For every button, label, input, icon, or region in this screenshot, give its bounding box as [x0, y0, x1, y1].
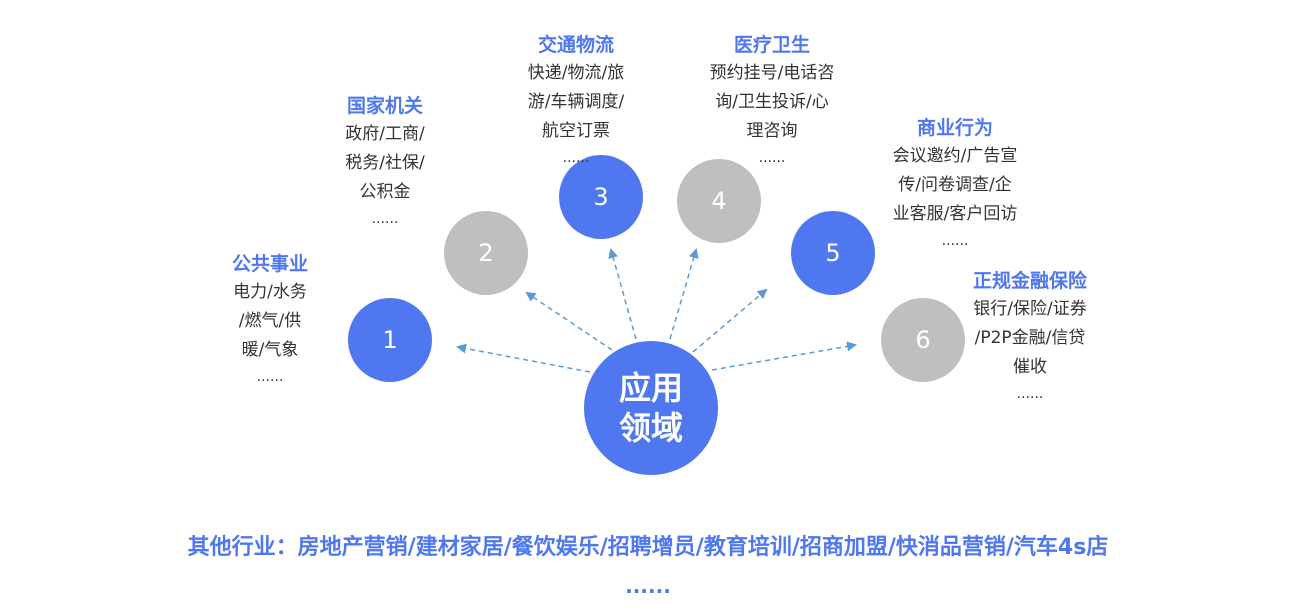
node-1-line: /燃气/供 [238, 311, 302, 331]
node-3-line: 航空订票 [542, 121, 610, 141]
node-3-number: 3 [593, 183, 609, 211]
node-1-more: ...... [256, 369, 284, 385]
node-4-title: 医疗卫生 [733, 34, 810, 56]
node-3-line: 游/车辆调度/ [527, 92, 625, 112]
node-1-line: 电力/水务 [233, 282, 307, 302]
node-2-text: 国家机关 政府/工商/ 税务/社保/ 公积金 ...... [320, 92, 450, 231]
arrow-to-node-4 [669, 248, 699, 340]
center-circle: 应用 领域 [584, 341, 718, 475]
node-4-line: 理咨询 [746, 121, 798, 141]
arrow-to-node-3 [608, 248, 637, 340]
node-2-title: 国家机关 [346, 95, 423, 117]
center-label-line-1: 应用 [618, 369, 683, 407]
node-3-circle: 3 [559, 155, 643, 239]
node-2-number: 2 [478, 239, 494, 267]
node-5-line: 会议邀约/广告宣 [892, 146, 1018, 166]
node-6-more: ...... [1016, 386, 1044, 402]
node-4-line: 询/卫生投诉/心 [715, 92, 829, 112]
arrow-to-node-1 [456, 343, 591, 373]
node-4-line: 预约挂号/电话咨 [709, 63, 835, 83]
node-5-line: 业客服/客户回访 [892, 204, 1018, 224]
node-1-number: 1 [382, 326, 398, 354]
node-5-circle: 5 [791, 211, 875, 295]
node-5-more: ...... [941, 233, 969, 249]
node-3-more: ...... [562, 150, 590, 166]
node-3-line: 快递/物流/旅 [527, 63, 625, 83]
node-3-text: 交通物流 快递/物流/旅 游/车辆调度/ 航空订票 ...... [496, 31, 656, 170]
node-1-title: 公共事业 [231, 253, 308, 275]
arrow-to-node-5 [692, 288, 768, 353]
node-4-circle: 4 [677, 159, 761, 243]
node-5-line: 传/问卷调查/企 [898, 175, 1012, 195]
node-6-circle: 6 [881, 298, 965, 382]
node-1-line: 暖/气象 [241, 340, 299, 360]
node-6-line: /P2P金融/信贷 [974, 328, 1086, 348]
node-2-line: 政府/工商/ [345, 124, 425, 144]
other-industries-more: ...... [625, 574, 671, 598]
node-2-more: ...... [371, 211, 399, 227]
node-2-line: 公积金 [359, 182, 411, 202]
node-5-title: 商业行为 [916, 117, 993, 139]
node-1-circle: 1 [348, 298, 432, 382]
node-4-text: 医疗卫生 预约挂号/电话咨 询/卫生投诉/心 理咨询 ...... [682, 31, 862, 170]
arrow-to-node-6 [711, 341, 857, 371]
node-6-number: 6 [915, 326, 931, 354]
node-5-text: 商业行为 会议邀约/广告宣 传/问卷调查/企 业客服/客户回访 ...... [865, 114, 1045, 253]
node-6-title: 正规金融保险 [972, 270, 1087, 292]
node-5-number: 5 [825, 239, 841, 267]
node-4-number: 4 [711, 187, 727, 215]
node-1-text: 公共事业 电力/水务 /燃气/供 暖/气象 ...... [205, 250, 335, 389]
node-2-circle: 2 [444, 211, 528, 295]
center-label-line-2: 领域 [618, 409, 683, 447]
other-industries-text: 其他行业：房地产营销/建材家居/餐饮娱乐/招聘增员/教育培训/招商加盟/快消品营… [187, 535, 1109, 560]
arrow-to-node-2 [525, 291, 613, 351]
node-2-line: 税务/社保/ [345, 153, 425, 173]
node-6-line: 催收 [1013, 357, 1047, 377]
node-3-title: 交通物流 [537, 34, 614, 56]
node-4-more: ...... [758, 150, 786, 166]
node-6-line: 银行/保险/证券 [973, 299, 1087, 319]
node-6-text: 正规金融保险 银行/保险/证券 /P2P金融/信贷 催收 ...... [945, 267, 1115, 406]
